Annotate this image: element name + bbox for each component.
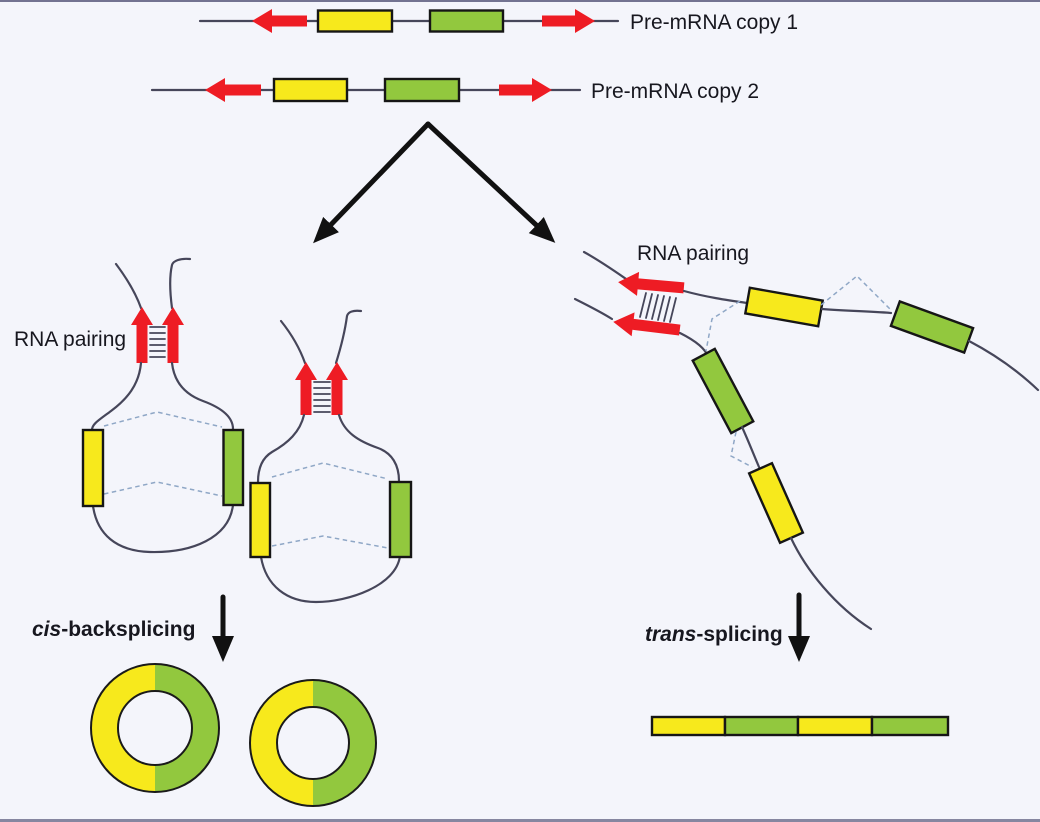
yellow-exon-box (81, 428, 105, 508)
red-repeat-arrow-right-icon (542, 9, 595, 33)
yellow-exon-segment (796, 715, 874, 737)
intron-loop-dashed-triangle (820, 274, 892, 311)
loop-strand (259, 554, 402, 604)
yellow-exon-box (743, 286, 825, 328)
splice-dashed-line (103, 411, 223, 428)
strand-tail (279, 319, 307, 365)
base-pairing-hatch-lines (313, 381, 331, 413)
cis-backsplicing-label: cis-backsplicing (32, 618, 195, 641)
backsplicing-text: -backsplicing (61, 618, 195, 641)
green-exon-segment (723, 715, 800, 737)
yellow-exon-box (249, 481, 272, 559)
loop-strand (337, 413, 401, 483)
yellow-exon-box (316, 9, 394, 33)
green-exon-box (889, 299, 975, 355)
base-pairing-hatch-lines (639, 292, 677, 323)
red-up-arrow-icon (131, 307, 153, 363)
strand-tail (169, 257, 192, 310)
bottom-edge-line (0, 819, 1040, 822)
strand-segment (682, 289, 749, 305)
strand-tail (334, 309, 363, 365)
pre-mrna-copy-2: Pre-mRNA copy 2 (150, 77, 759, 103)
ring-outer-outline (249, 679, 377, 807)
linear-mrna-product-bar (650, 715, 950, 737)
red-left-arrow-icon (613, 312, 681, 337)
red-repeat-arrow-left-icon (252, 9, 307, 33)
red-up-arrow-icon (162, 307, 184, 363)
splice-dashed-line (271, 462, 389, 480)
pre-mrna-copy-1: Pre-mRNA copy 1 (198, 9, 798, 34)
copy1-label: Pre-mRNA copy 1 (630, 11, 798, 34)
trans-italic-text: trans (645, 623, 696, 646)
trans-splicing-label: trans-splicing (645, 623, 783, 646)
ring-inner-outline (276, 706, 350, 780)
trans-splice-dashed-line (705, 300, 741, 352)
loop-strand (90, 361, 143, 432)
cis-branch: RNA pairing (14, 257, 413, 807)
lariat-loop-1 (81, 361, 245, 554)
circular-rna-ring-2 (249, 679, 377, 807)
red-up-arrow-icon (326, 362, 348, 415)
loop-strand (170, 361, 235, 431)
rna-pairing-label-right: RNA pairing (637, 242, 749, 265)
cis-italic-text: cis (32, 618, 61, 641)
strand-in-bottom (573, 297, 614, 321)
green-exon-box (428, 9, 505, 33)
strand-segment (820, 307, 893, 315)
ring-green-half (313, 680, 376, 806)
ring-green-half (155, 664, 219, 792)
rna-pairing-motif-1 (114, 257, 192, 363)
circular-rna-ring-1 (90, 663, 220, 793)
green-exon-box (383, 77, 461, 103)
green-exon-box (691, 347, 755, 435)
strand-segment (740, 425, 761, 469)
branch-arrow-right (425, 121, 556, 243)
copy2-label: Pre-mRNA copy 2 (591, 80, 759, 103)
loop-strand (91, 503, 235, 554)
intron-loop-dashed-triangle (730, 431, 753, 468)
strand-tail (967, 339, 1040, 392)
strand-tail (114, 262, 143, 310)
ring-yellow-half (250, 680, 313, 806)
rna-pairing-motif-right (573, 250, 685, 337)
green-exon-box (388, 480, 413, 559)
green-exon-box (222, 428, 245, 507)
top-edge-line (0, 0, 1040, 2)
strand-segment (678, 331, 710, 359)
yellow-exon-box (747, 461, 805, 545)
strand-b-lower (678, 300, 873, 631)
base-pairing-hatch-lines (149, 326, 166, 358)
splice-dashed-line (271, 535, 389, 549)
rna-pairing-label-left: RNA pairing (14, 328, 126, 351)
red-repeat-arrow-right-icon (499, 78, 552, 102)
splicing-text: -splicing (696, 623, 782, 646)
strand-a-upper (682, 274, 1040, 392)
red-left-arrow-icon (618, 271, 685, 296)
ring-yellow-half (91, 664, 155, 792)
branch-arrow-left (313, 121, 431, 244)
trans-branch: RNA pairing (573, 242, 1040, 737)
ring-outer-outline (90, 663, 220, 793)
red-up-arrow-icon (295, 362, 317, 415)
loop-strand (256, 413, 306, 484)
strand-in-top (582, 250, 631, 283)
strand-tail (789, 536, 873, 631)
red-repeat-arrow-left-icon (205, 78, 261, 102)
ring-inner-outline (117, 690, 193, 766)
yellow-exon-segment (650, 715, 727, 737)
lariat-loop-2 (249, 413, 413, 604)
branch-arrows (313, 121, 556, 244)
yellow-exon-box (272, 77, 349, 103)
green-exon-segment (870, 715, 950, 737)
splice-dashed-line (103, 481, 223, 497)
rna-pairing-motif-2 (279, 309, 363, 415)
